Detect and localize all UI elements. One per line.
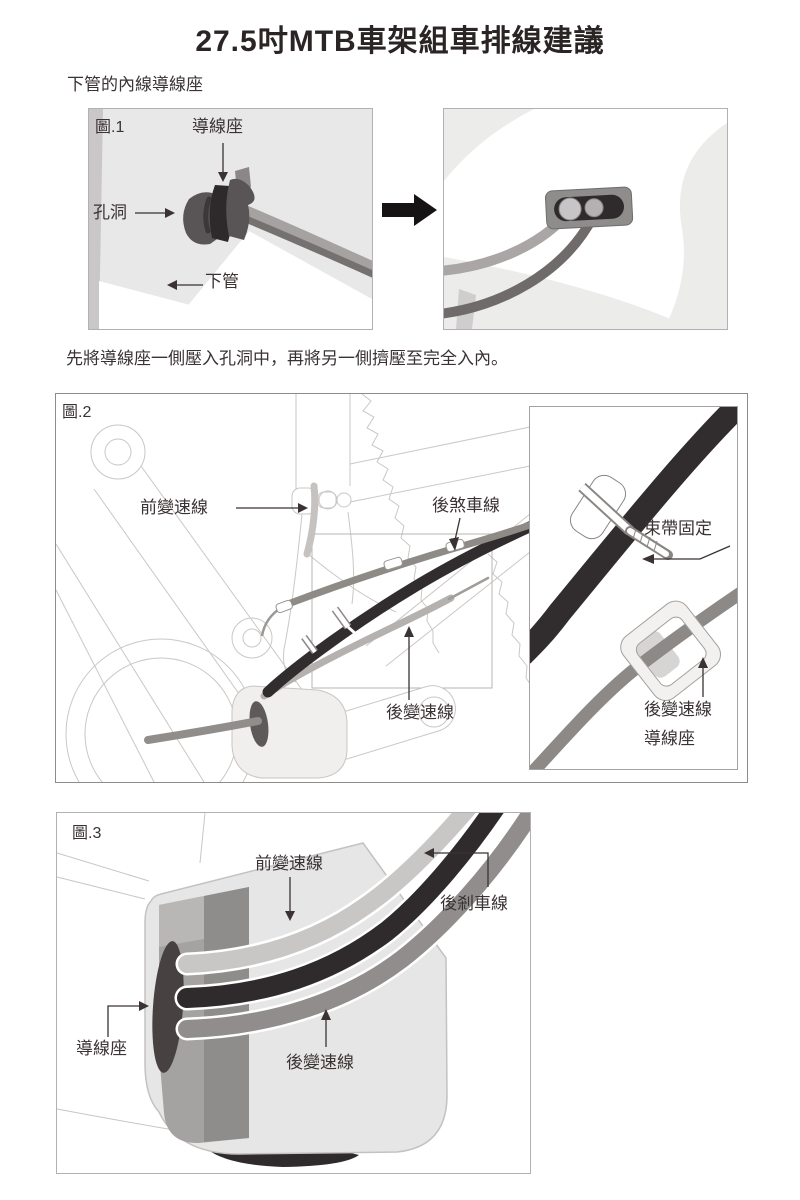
rear-brake-cable xyxy=(177,813,504,1008)
figure1-after-panel xyxy=(443,108,728,330)
label-cable-guide: 導線座 xyxy=(192,117,243,136)
up-arrow-icon xyxy=(698,657,708,697)
rear-derailleur-cable xyxy=(260,594,455,700)
right-arrow-icon xyxy=(107,1001,149,1037)
cable-guide-grommet xyxy=(183,167,255,245)
front-derailleur-cable xyxy=(178,813,476,973)
label-zip-tie-fix: 束帶固定 xyxy=(644,519,712,538)
label-rear-derailleur-cable: 後變速線 xyxy=(386,703,454,722)
figure2-zoom-inset: 束帶固定 後變速線 導線座 xyxy=(529,406,738,770)
label-rear-derailleur-cable: 後變速線 xyxy=(286,1053,354,1072)
rear-brake-housing-black xyxy=(262,518,542,698)
figure1-label: 圖.1 xyxy=(95,119,125,136)
label-front-derailleur-cable: 前變速線 xyxy=(255,854,323,873)
figure1-after-illustration xyxy=(444,109,727,329)
figure2-label: 圖.2 xyxy=(62,404,92,421)
rear-derailleur-guide xyxy=(620,600,721,701)
label-rear-derailleur-guide-line1: 後變速線 xyxy=(644,700,712,719)
figure2-panel: 束帶固定 後變速線 導線座 圖.2 前變速線 後煞車線 後變速線 xyxy=(55,393,748,783)
left-arrow-icon xyxy=(642,545,731,564)
label-rear-derailleur-guide: 後變速線 導線座 xyxy=(644,695,712,753)
section-subtitle: 下管的內線導線座 xyxy=(67,75,203,94)
rear-derailleur-cable xyxy=(178,813,530,1038)
page-title: 27.5吋MTB車架組車排線建議 xyxy=(195,25,605,58)
label-rear-brake-cable: 後剎車線 xyxy=(440,894,508,913)
right-arrow-icon xyxy=(135,208,175,218)
down-arrow-icon xyxy=(449,517,461,551)
step-arrow-icon xyxy=(382,194,437,226)
left-arrow-icon xyxy=(167,280,203,290)
front-derailleur-cable xyxy=(303,482,319,558)
up-arrow-icon xyxy=(404,626,414,700)
zip-tie xyxy=(569,474,673,560)
figure3-illustration xyxy=(57,813,530,1167)
cable-guide-hole xyxy=(152,941,184,1073)
figure3-label: 圖.3 xyxy=(72,825,102,842)
figure2-inset-illustration xyxy=(530,407,737,769)
down-arrow-icon xyxy=(218,143,228,182)
inner-cable-dark xyxy=(444,210,599,319)
figure1-before-panel: 圖.1 導線座 孔洞 下管 xyxy=(88,108,373,330)
label-cable-guide: 導線座 xyxy=(76,1039,127,1058)
bb-shell xyxy=(231,685,348,779)
label-hole: 孔洞 xyxy=(93,203,127,222)
figure1-before-illustration xyxy=(89,109,372,329)
label-down-tube: 下管 xyxy=(205,272,239,291)
step-caption: 先將導線座一側壓入孔洞中，再將另一側擠壓至完全入內。 xyxy=(66,349,508,368)
left-arrow-icon xyxy=(424,848,489,887)
label-front-derailleur-cable: 前變速線 xyxy=(140,498,208,517)
figure2-illustration xyxy=(56,394,542,782)
cable-guide-installed xyxy=(544,186,634,230)
inner-cable xyxy=(233,203,372,277)
down-arrow-icon xyxy=(285,877,295,921)
right-arrow-icon xyxy=(236,503,308,513)
rear-brake-housing-black xyxy=(530,407,737,664)
figure3-panel: 圖.3 前變速線 後剎車線 導線座 後變速線 xyxy=(56,812,531,1174)
up-arrow-icon xyxy=(321,1009,331,1047)
rear-brake-cable-gray xyxy=(284,519,540,608)
label-rear-brake-cable: 後煞車線 xyxy=(432,496,500,515)
label-rear-derailleur-guide-line2: 導線座 xyxy=(644,729,695,748)
